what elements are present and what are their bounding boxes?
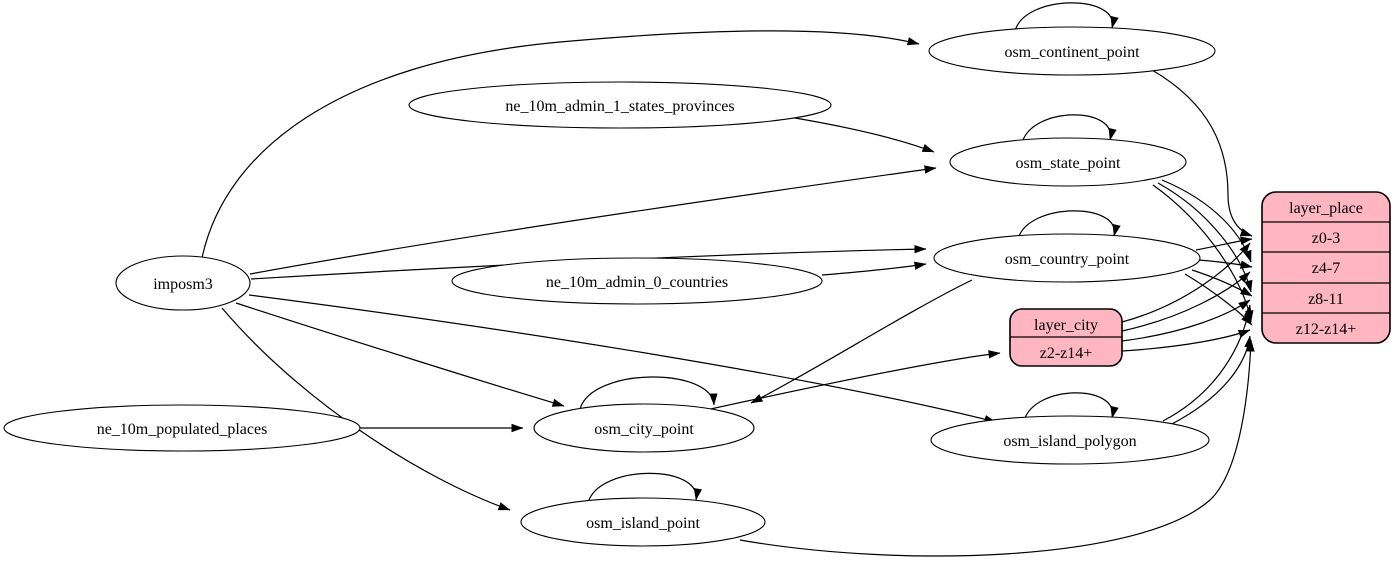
edge-osm_continent_point-layer_place-z0-3: [1151, 69, 1253, 237]
edge-imposm3-osm_island_point: [221, 307, 511, 511]
osm_island_polygon-shape: [930, 415, 1210, 465]
node-imposm3: imposm3: [115, 255, 251, 311]
osm_city_point-shape: [533, 403, 755, 453]
edge-imposm3-osm_continent_point: [201, 30, 920, 259]
self-loop-osm_city_point: [579, 376, 718, 410]
ne_10m_populated_places-label: ne_10m_populated_places: [97, 421, 268, 438]
layer_place-shape: [1261, 191, 1391, 344]
self-loop-osm_island_polygon: [1023, 392, 1119, 422]
node-osm_continent_point: osm_continent_point: [928, 26, 1216, 76]
ne_10m_admin_0_countries-shape: [451, 257, 823, 305]
node-osm_state_point: osm_state_point: [949, 137, 1187, 187]
edge-osm_country_point-layer_place-z8-11: [1191, 269, 1253, 297]
layer_city-row-z2-z14: z2-z14+: [1040, 345, 1093, 362]
self-loop-osm_island_point: [587, 472, 703, 504]
self-loop-osm_state_point: [1021, 114, 1117, 144]
ne_10m_admin_1_states_provinces-shape: [408, 81, 832, 129]
edge-ne_10m_admin_1_states_provinces-osm_state_point: [794, 117, 935, 153]
edges-group: [201, 2, 1255, 557]
osm_state_point-label: osm_state_point: [1016, 155, 1121, 172]
self-loop-osm_continent_point: [1014, 2, 1119, 32]
osm_continent_point-shape: [928, 26, 1216, 76]
edge-osm_country_point-layer_place-z4-7: [1198, 259, 1253, 269]
node-osm_city_point: osm_city_point: [533, 403, 755, 453]
node-osm_country_point: osm_country_point: [933, 233, 1201, 283]
edge-osm_island_point-layer_place-z12-z14: [739, 339, 1255, 557]
osm_continent_point-label: osm_continent_point: [1004, 44, 1140, 61]
edge-osm_country_point-osm_city_point: [750, 279, 973, 404]
edge-osm_country_point-layer_place-z12-z14: [1184, 273, 1253, 326]
edge-osm_island_polygon-layer_place-z8-11: [1162, 304, 1253, 422]
ne_10m_admin_0_countries-label: ne_10m_admin_0_countries: [546, 274, 728, 291]
imposm3-label: imposm3: [153, 276, 213, 293]
node-layer_city: layer_city z2-z14+: [1009, 308, 1123, 367]
layer_city-title: layer_city: [1034, 317, 1098, 334]
layer_place-title: layer_place: [1289, 200, 1363, 217]
osm_city_point-label: osm_city_point: [594, 421, 694, 438]
layer_place-row-z8-11: z8-11: [1308, 291, 1344, 308]
edge-layer_city-layer_place-z0-3: [1121, 242, 1251, 323]
imposm3-shape: [115, 255, 251, 311]
osm_country_point-shape: [933, 233, 1201, 283]
node-ne_10m_admin_0_countries: ne_10m_admin_0_countries: [451, 257, 823, 305]
osm_island_point-shape: [520, 497, 766, 547]
node-osm_island_polygon: osm_island_polygon: [930, 415, 1210, 465]
osm_state_point-shape: [949, 137, 1187, 187]
layer_place-row-z12-z14: z12-z14+: [1296, 321, 1357, 338]
edge-imposm3-osm_state_point: [249, 165, 937, 275]
node-osm_island_point: osm_island_point: [520, 497, 766, 547]
node-ne_10m_admin_1_states_provinces: ne_10m_admin_1_states_provinces: [408, 81, 832, 129]
layer_place-row-z0-3: z0-3: [1312, 230, 1340, 247]
edge-imposm3-osm_island_polygon: [248, 294, 997, 424]
edge-osm_island_polygon-layer_place-z12-z14: [1169, 335, 1253, 426]
layer_place-row-z4-7: z4-7: [1312, 260, 1340, 277]
node-ne_10m_populated_places: ne_10m_populated_places: [3, 404, 361, 452]
edge-layer_city-layer_place-z8-11: [1121, 299, 1251, 342]
edge-imposm3-osm_city_point: [235, 302, 565, 407]
ne_10m_populated_places-shape: [3, 404, 361, 452]
edge-layer_city-layer_place-z4-7: [1121, 271, 1251, 332]
ne_10m_admin_1_states_provinces-label: ne_10m_admin_1_states_provinces: [505, 98, 734, 115]
osm_island_point-label: osm_island_point: [586, 515, 700, 532]
self-loop-osm_country_point: [1017, 210, 1121, 240]
node-layer_place: layer_place z0-3 z4-7 z8-11 z12-z14+: [1261, 191, 1391, 344]
osm_island_polygon-label: osm_island_polygon: [1003, 433, 1136, 450]
edge-ne_10m_admin_0_countries-osm_country_point: [821, 261, 927, 276]
edge-osm_country_point-layer_place-z0-3: [1195, 236, 1253, 251]
edge-osm_city_point-layer_city-z2-z14: [705, 350, 1001, 411]
edge-layer_city-layer_place-z12-z14: [1121, 329, 1251, 352]
osm_country_point-label: osm_country_point: [1005, 251, 1130, 268]
